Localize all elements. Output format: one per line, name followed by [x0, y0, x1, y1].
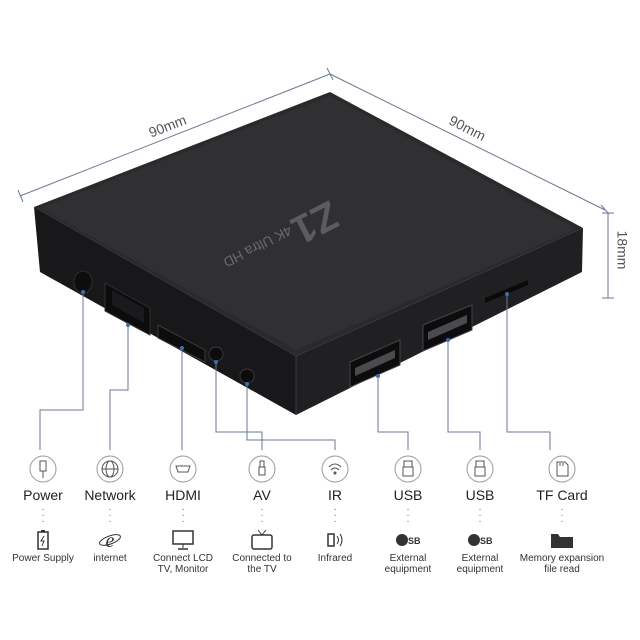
height-dimension: 18mm	[614, 230, 631, 270]
port-usb-2: USB ··· USB External equipment	[442, 455, 518, 575]
port-title: AV	[253, 487, 271, 503]
port-network: Network ··· e internet	[72, 455, 148, 564]
hdmi-port-icon	[169, 455, 197, 483]
av-plug-icon	[248, 455, 276, 483]
port-description: Connect LCD TV, Monitor	[152, 553, 214, 575]
port-title: USB	[465, 487, 495, 503]
port-description: Power Supply	[12, 553, 74, 564]
svg-text:USB: USB	[401, 536, 421, 546]
globe-icon	[96, 455, 124, 483]
port-description: internet	[93, 553, 127, 564]
monitor-icon	[172, 530, 194, 550]
port-hdmi: HDMI ··· Connect LCD TV, Monitor	[145, 455, 221, 575]
port-title: HDMI	[165, 487, 201, 503]
port-markers	[81, 290, 509, 386]
usb-plug-icon	[466, 455, 494, 483]
usb-logo-icon: USB	[396, 534, 421, 546]
callout-lines	[39, 292, 551, 450]
battery-icon	[37, 530, 49, 550]
svg-text:e: e	[106, 530, 115, 551]
port-description: External equipment	[456, 553, 504, 575]
port-usb-1: USB ··· USB External equipment	[370, 455, 446, 575]
infrared-icon	[327, 533, 343, 547]
port-av: AV ··· Connected to the TV	[224, 455, 300, 575]
power-plug-icon	[29, 455, 57, 483]
ir-signal-icon	[321, 455, 349, 483]
port-tf-card: TF Card ··· Memory expansion file read	[512, 455, 612, 575]
port-title: TF Card	[536, 487, 588, 503]
box-front	[34, 207, 296, 415]
port-description: Infrared	[317, 553, 353, 564]
usb-plug-icon	[394, 455, 422, 483]
port-title: Network	[84, 487, 136, 503]
port-title: USB	[393, 487, 423, 503]
port-title: IR	[328, 487, 342, 503]
folder-icon	[551, 534, 573, 548]
port-description: External equipment	[384, 553, 432, 575]
port-title: Power	[23, 487, 63, 503]
port-power: Power ··· Power Supply	[5, 455, 81, 564]
svg-text:USB: USB	[473, 536, 493, 546]
dimension-lines	[17, 67, 614, 299]
sd-card-icon	[548, 455, 576, 483]
tv-icon	[251, 529, 273, 550]
usb-logo-icon: USB	[468, 534, 493, 546]
port-description: Memory expansion file read	[519, 553, 605, 575]
port-description: Connected to the TV	[232, 553, 292, 575]
front-ports	[73, 270, 255, 384]
ie-browser-icon: e	[99, 530, 121, 551]
port-ir: IR ··· Infrared	[297, 455, 373, 564]
side-ports	[349, 280, 528, 388]
